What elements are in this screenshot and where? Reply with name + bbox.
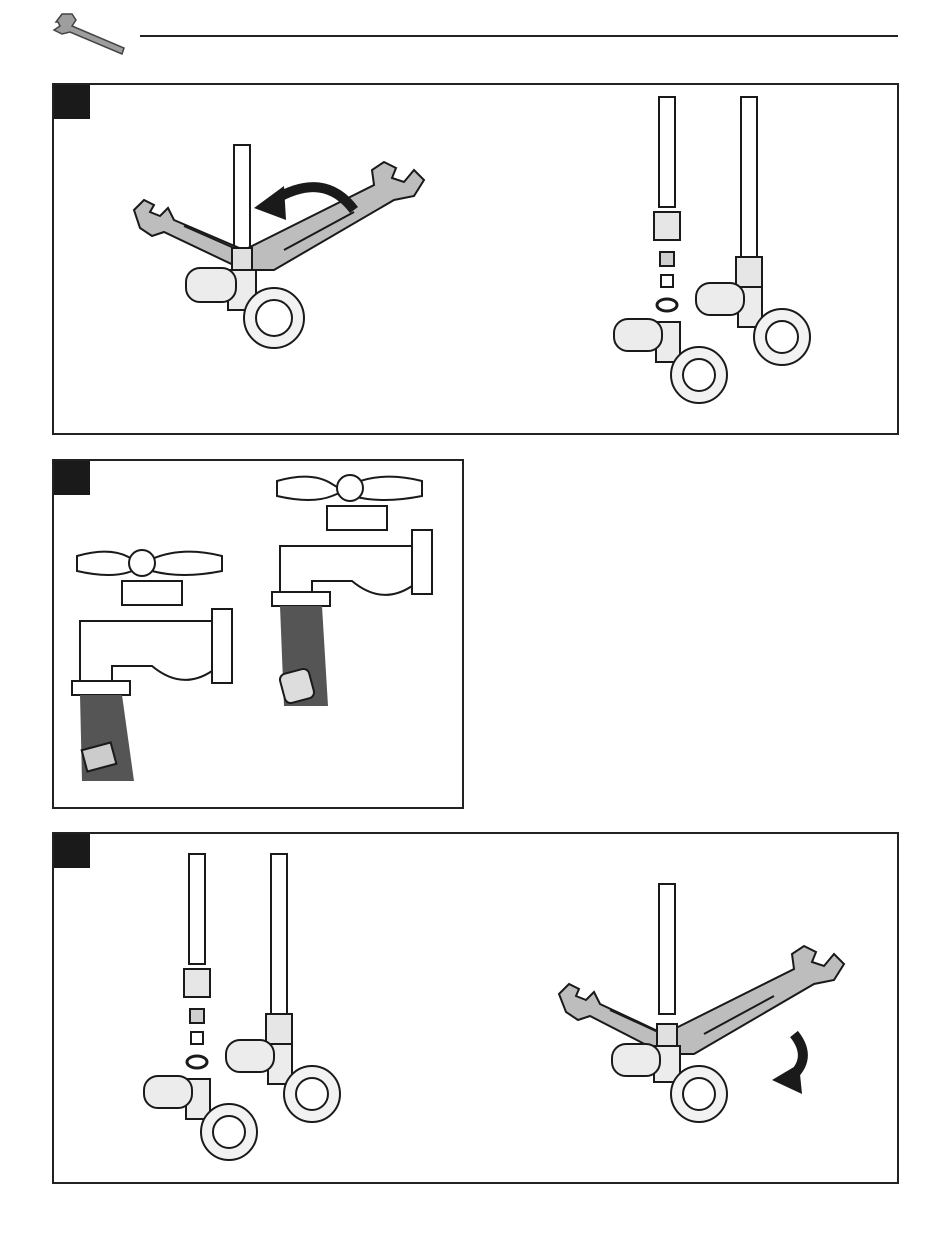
step-number-badge [54, 834, 90, 868]
step-panel-2 [52, 459, 464, 809]
reassembly-parts-figure [134, 854, 374, 1174]
wrench-loosening-figure [124, 140, 444, 360]
header-rule [140, 35, 898, 37]
wrench-icon [50, 8, 130, 56]
faucet-filter-figure [72, 541, 262, 791]
wrench-tightening-figure [554, 884, 864, 1124]
supply-parts-figure [604, 97, 864, 417]
step-panel-1 [52, 83, 899, 435]
step-panel-3 [52, 832, 899, 1184]
faucet-check-valve-figure [272, 466, 462, 716]
step-number-badge [54, 461, 90, 495]
step-number-badge [54, 85, 90, 119]
